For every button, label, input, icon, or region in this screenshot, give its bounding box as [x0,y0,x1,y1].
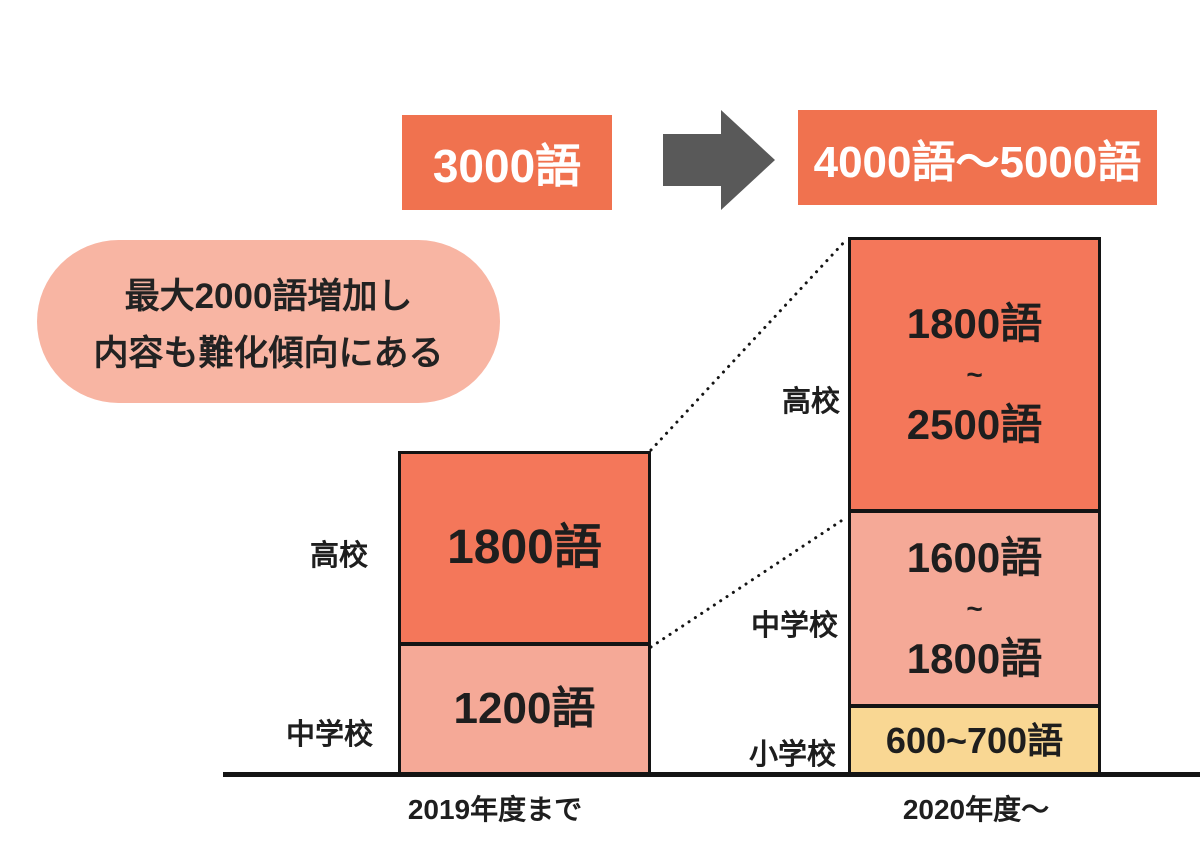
bar-2019: 1800語 1200語 [398,451,651,776]
segment-value: 1800語 [447,520,602,574]
segment-value-min: 1800語 [906,299,1043,347]
bar-2020-segment-shougakkou: 600~700語 [851,708,1098,773]
axis-label-2020: 2020年度〜 [902,794,1050,825]
group-label-koukou-left: 高校 [309,540,368,572]
segment-value-min: 1600語 [906,533,1043,581]
bar-2019-segment-koukou: 1800語 [401,454,648,646]
segment-range-tilde: ~ [966,592,983,624]
callout-line-1: 最大2000語増加し [124,276,413,316]
segment-value-max: 2500語 [906,401,1043,449]
arrow-right-icon [663,110,775,210]
total-before-box: 3000語 [402,115,612,210]
bar-2020: 1800語 ~ 2500語 1600語 ~ 1800語 600~700語 [848,237,1101,776]
group-label-chuugakkou-left: 中学校 [285,719,373,751]
segment-value: 1200語 [453,684,596,734]
segment-value: 600~700語 [885,719,1064,761]
group-label-chuugakkou-right: 中学校 [750,610,838,642]
segment-value-max: 1800語 [906,635,1043,683]
bar-2020-segment-koukou: 1800語 ~ 2500語 [851,240,1098,513]
x-axis-baseline [223,772,1200,777]
group-label-shougakkou-right: 小学校 [748,739,836,771]
bar-2019-segment-chuugakkou: 1200語 [401,646,648,773]
total-after-label: 4000語〜5000語 [813,137,1142,187]
callout-line-2: 内容も難化傾向にある [93,333,444,373]
group-label-koukou-right: 高校 [781,386,840,418]
axis-label-2019: 2019年度まで [407,794,583,825]
segment-range-tilde: ~ [966,358,983,390]
total-after-box: 4000語〜5000語 [798,110,1157,205]
total-before-label: 3000語 [432,139,582,192]
callout-bubble: 最大2000語増加し 内容も難化傾向にある [37,240,500,403]
bar-2020-segment-chuugakkou: 1600語 ~ 1800語 [851,513,1098,708]
